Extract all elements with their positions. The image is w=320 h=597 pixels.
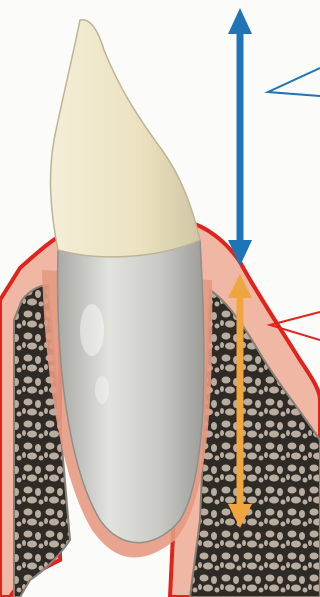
tooth-crown xyxy=(51,20,200,257)
root-highlight xyxy=(80,304,104,356)
crown-pointer xyxy=(268,68,320,96)
root-highlight xyxy=(95,376,109,404)
crown-height-arrow xyxy=(228,8,252,266)
